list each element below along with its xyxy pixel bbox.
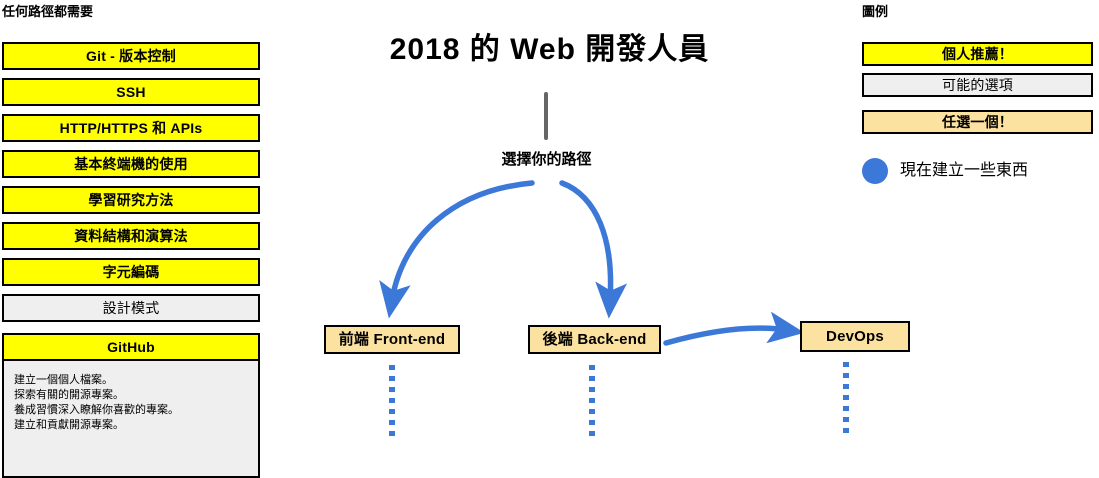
node-label: 後端 Back-end [542, 331, 647, 348]
legend-item-pick-one: 任選一個！ [862, 110, 1093, 134]
legend-item-label: 任選一個！ [942, 114, 1013, 130]
choose-path-text: 選擇你的路徑 [501, 151, 592, 168]
left-item-label: Git - 版本控制 [86, 48, 176, 64]
github-detail-line: 建立一個個人檔案。 [14, 374, 113, 386]
arrow-to-backend [559, 180, 628, 319]
page-title-text: 2018 的 Web 開發人員 [389, 33, 710, 66]
left-item-data-structures[interactable]: 資料結構和演算法 [2, 222, 260, 250]
node-back-end[interactable]: 後端 Back-end [528, 325, 661, 354]
title-stem-connector [544, 92, 548, 140]
continuation-dots-front-end [389, 365, 395, 437]
legend-item-optional: 可能的選項 [862, 73, 1093, 97]
node-devops[interactable]: DevOps [800, 321, 910, 352]
continuation-dots-devops [843, 362, 849, 434]
arrow-backend-to-devops [663, 311, 805, 346]
left-item-label: GitHub [107, 339, 155, 355]
legend-heading: 圖例 [862, 4, 889, 19]
node-label: 前端 Front-end [338, 331, 446, 348]
left-item-label: 基本終端機的使用 [74, 156, 188, 172]
legend-item-label: 可能的選項 [942, 77, 1013, 93]
legend: 圖例 個人推薦！ 可能的選項 任選一個！ 現在建立一些東西 [860, 0, 1099, 200]
left-column-heading: 任何路徑都需要 [2, 4, 94, 19]
left-column: 任何路徑都需要 Git - 版本控制 SSH HTTP/HTTPS 和 APIs… [2, 0, 262, 478]
left-item-label: SSH [116, 84, 146, 100]
legend-item-build-something: 現在建立一些東西 [862, 158, 1028, 184]
left-item-label: 設計模式 [102, 300, 160, 316]
left-item-research[interactable]: 學習研究方法 [2, 186, 260, 214]
github-detail-line: 探索有關的開源專案。 [14, 389, 124, 401]
left-item-character-encoding[interactable]: 字元編碼 [2, 258, 260, 286]
page-title: 2018 的 Web 開發人員 [0, 31, 1099, 69]
left-item-ssh[interactable]: SSH [2, 78, 260, 106]
left-item-label: 資料結構和演算法 [74, 228, 188, 244]
node-front-end[interactable]: 前端 Front-end [324, 325, 460, 354]
legend-item-recommended: 個人推薦！ [862, 42, 1093, 66]
github-detail-line: 建立和貢獻開源專案。 [14, 419, 124, 431]
choose-path-label: 選擇你的路徑 [0, 152, 1099, 167]
continuation-dots-back-end [589, 365, 595, 437]
left-item-label: 字元編碼 [102, 264, 160, 280]
left-item-label: 學習研究方法 [88, 192, 174, 208]
left-item-design-patterns[interactable]: 設計模式 [2, 294, 260, 322]
left-item-github[interactable]: GitHub [2, 333, 260, 361]
left-item-git[interactable]: Git - 版本控制 [2, 42, 260, 70]
blue-circle-icon [862, 158, 888, 184]
left-item-label: HTTP/HTTPS 和 APIs [59, 120, 203, 136]
github-detail-panel: 建立一個個人檔案。 探索有關的開源專案。 養成習慣深入瞭解你喜歡的專案。 建立和… [2, 361, 260, 478]
node-label: DevOps [826, 328, 884, 345]
github-detail-line: 養成習慣深入瞭解你喜歡的專案。 [14, 404, 179, 416]
legend-item-label: 個人推薦！ [942, 46, 1013, 62]
left-item-http-apis[interactable]: HTTP/HTTPS 和 APIs [2, 114, 260, 142]
arrow-to-frontend [379, 180, 535, 319]
left-item-terminal[interactable]: 基本終端機的使用 [2, 150, 260, 178]
legend-build-label: 現在建立一些東西 [900, 162, 1029, 179]
